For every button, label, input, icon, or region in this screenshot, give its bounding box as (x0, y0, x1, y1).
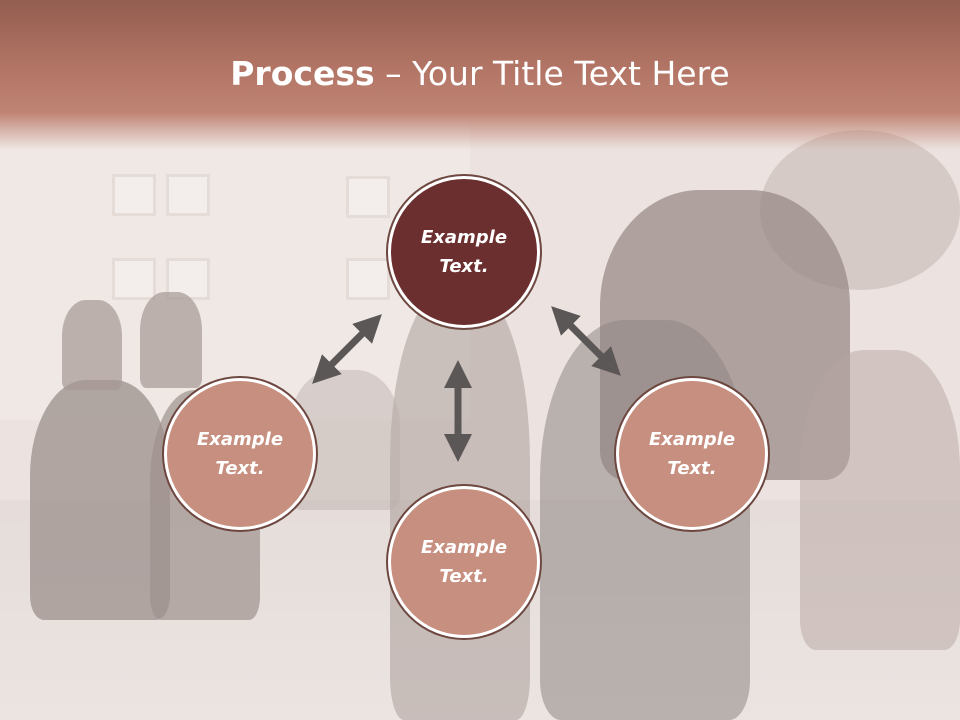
background-horse (30, 380, 170, 620)
arrow-top-left (312, 314, 382, 384)
node-bottom-label: Example Text. (420, 537, 508, 587)
title-rest: – Your Title Text Here (374, 54, 730, 93)
arrow-top-right (551, 306, 621, 376)
background-rider (140, 292, 202, 388)
background-window (346, 258, 390, 300)
node-top[interactable]: Example Text. (388, 176, 540, 328)
background-window (346, 176, 390, 218)
title-bold: Process (230, 54, 375, 93)
background-window (166, 174, 210, 216)
node-left[interactable]: Example Text. (164, 378, 316, 530)
slide-title[interactable]: Process – Your Title Text Here (0, 52, 960, 96)
node-bottom[interactable]: Example Text. (388, 486, 540, 638)
node-left-label: Example Text. (196, 429, 284, 479)
background-crowd (800, 350, 960, 650)
node-top-label: Example Text. (420, 227, 508, 277)
background-rider (62, 300, 122, 390)
background-window (112, 258, 156, 300)
background-window (112, 174, 156, 216)
node-right-label: Example Text. (648, 429, 736, 479)
node-right[interactable]: Example Text. (616, 378, 768, 530)
title-bar (0, 0, 960, 150)
